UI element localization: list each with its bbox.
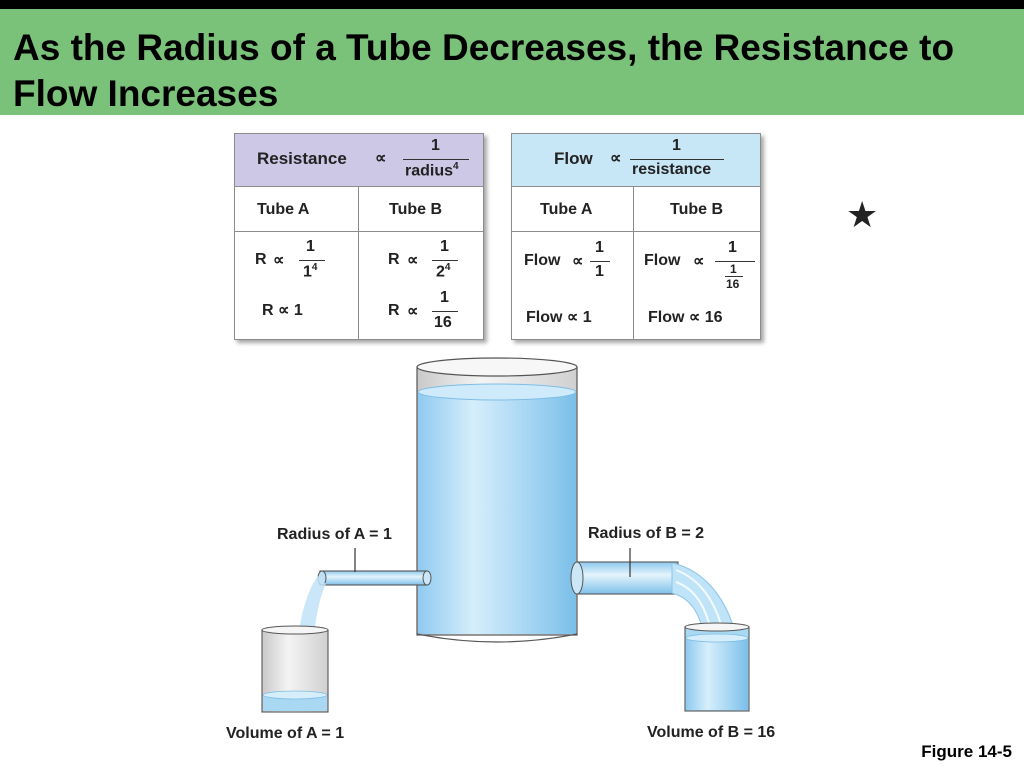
star-icon: ★	[846, 195, 879, 236]
header-denominator: resistance	[632, 161, 712, 178]
tube-b-prop2: ∝	[407, 303, 419, 320]
tube-b-inner-denominator: 16	[726, 277, 740, 291]
tube-b-header: Tube B	[670, 201, 724, 218]
tube-b-r: R	[388, 251, 400, 268]
tube-a-prop: ∝	[572, 253, 584, 270]
tube-a-header: Tube A	[257, 201, 310, 218]
fraction-bar	[715, 261, 755, 262]
main-tank	[416, 357, 578, 643]
fraction-bar	[725, 276, 743, 277]
header-numerator: 1	[672, 137, 681, 154]
tube-b-denominator: 24	[436, 262, 451, 281]
tube-a-denominator: 1	[595, 263, 604, 280]
header-denominator: radius4	[405, 161, 459, 180]
tube-b-denominator2: 16	[434, 314, 452, 331]
fraction-bar	[432, 260, 458, 261]
tube-a-denominator: 14	[303, 262, 318, 281]
fraction-bar	[403, 159, 469, 160]
tube-b-prop: ∝	[407, 252, 419, 269]
radius-b-label: Radius of B = 2	[588, 525, 705, 542]
column-divider	[358, 187, 359, 340]
title-band: As the Radius of a Tube Decreases, the R…	[0, 9, 1024, 115]
tube-b-header: Tube B	[389, 201, 443, 218]
radius-a-label: Radius of A = 1	[277, 526, 392, 543]
resistance-label: Resistance	[257, 149, 347, 168]
flow-column-headers: Tube A Tube B	[512, 187, 760, 232]
tube-b-flow-result: Flow ∝ 16	[648, 309, 723, 326]
tube-a-numerator: 1	[306, 238, 315, 255]
beaker-b	[684, 622, 750, 712]
proportional-symbol: ∝	[610, 150, 622, 167]
tube-b	[570, 548, 738, 641]
proportional-symbol: ∝	[375, 150, 387, 167]
tube-a-resistance-result: R ∝ 1	[262, 302, 303, 319]
volume-b-label: Volume of B = 16	[647, 724, 776, 741]
figure-label: Figure 14-5	[921, 742, 1012, 761]
fraction-bar	[299, 260, 325, 261]
volume-a-label: Volume of A = 1	[226, 725, 345, 742]
tube-a-prop: ∝	[273, 252, 285, 269]
tube-b-flow: Flow	[644, 252, 681, 269]
resistance-table: Resistance ∝ 1 radius4 Tube A Tube B R ∝…	[234, 133, 484, 340]
slide-title: As the Radius of a Tube Decreases, the R…	[13, 27, 955, 114]
flow-label: Flow	[554, 149, 593, 168]
fraction-bar	[630, 159, 724, 160]
tube-b-prop: ∝	[693, 253, 705, 270]
flow-table: Flow ∝ 1 resistance Tube A Tube B Flow ∝…	[511, 133, 761, 340]
flow-header: Flow ∝ 1 resistance	[512, 134, 760, 187]
header-numerator: 1	[431, 137, 440, 154]
tube-b-r2: R	[388, 302, 400, 319]
tube-a-flow: Flow	[524, 252, 561, 269]
tube-b-numerator2: 1	[440, 289, 449, 306]
resistance-header: Resistance ∝ 1 radius4	[235, 134, 483, 187]
tube-b-numerator: 1	[440, 238, 449, 255]
fraction-bar	[432, 311, 458, 312]
top-bar	[0, 0, 1024, 9]
tube-a-flow-result: Flow ∝ 1	[526, 309, 592, 326]
tube-a-r: R	[255, 251, 267, 268]
tube-a-numerator: 1	[595, 239, 604, 256]
column-divider	[633, 187, 634, 340]
fraction-bar	[590, 261, 610, 262]
tube-b-numerator: 1	[728, 239, 737, 256]
tube-a-header: Tube A	[540, 201, 593, 218]
resistance-column-headers: Tube A Tube B	[235, 187, 483, 232]
beaker-a	[261, 625, 329, 713]
tube-b-inner-numerator: 1	[730, 262, 737, 276]
